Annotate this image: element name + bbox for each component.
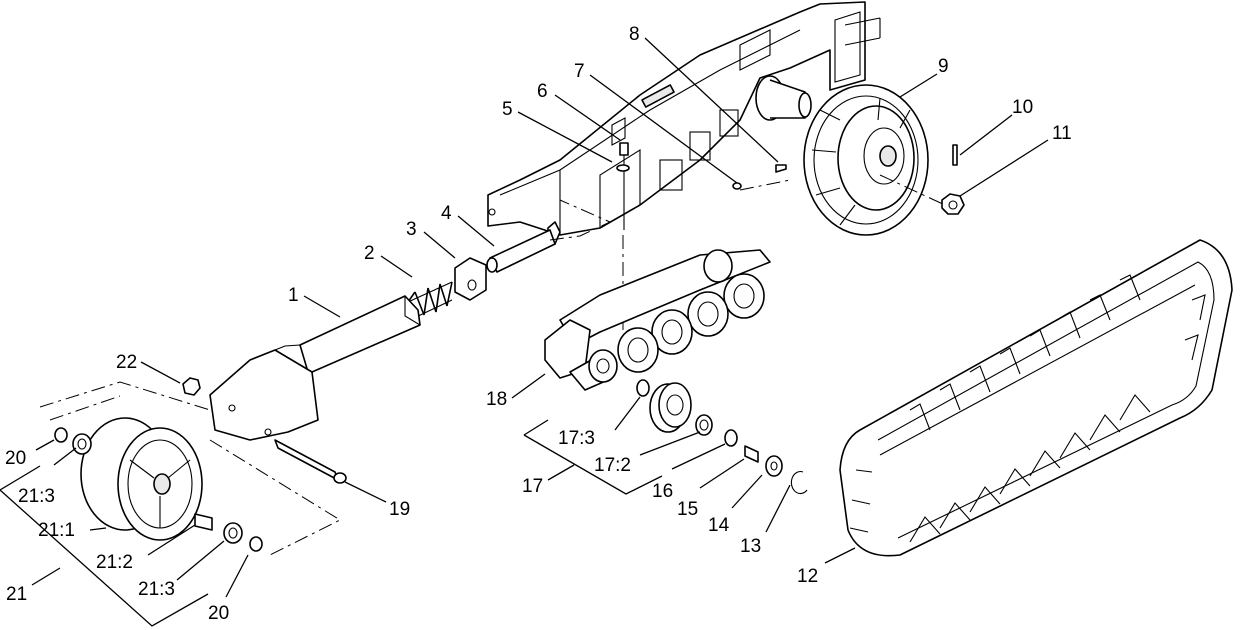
callout-7: 7 [574,61,585,82]
leader-lines [0,37,1049,627]
callout-3: 3 [406,219,417,240]
callout-12: 12 [797,566,818,587]
callout-17-2: 17:2 [594,455,631,476]
snap-ring [790,470,808,495]
callout-15: 15 [677,499,698,520]
callout-9: 9 [938,56,949,77]
callout-14: 14 [708,515,730,536]
shoulder-bolt [744,445,759,463]
tension-block [454,257,487,301]
callout-11: 11 [1052,123,1072,144]
callout-8: 8 [629,24,640,45]
callout-17-3: 17:3 [558,428,595,449]
callout-21-1: 21:1 [38,520,75,541]
callout-19: 19 [389,499,410,520]
callout-20-left: 20 [5,448,26,469]
callout-6: 6 [537,81,548,102]
pin [775,164,787,173]
flat-washer [724,429,738,447]
wheel-bearing-right [223,522,243,544]
wheel-washer-left [54,427,68,443]
callout-21-3-left: 21:3 [18,486,55,507]
callout-16: 16 [652,481,673,502]
callout-17: 17 [522,476,543,497]
callout-20-right: 20 [208,603,229,624]
callout-10: 10 [1012,97,1033,118]
callout-18: 18 [486,389,507,410]
castle-nut [941,193,965,215]
callout-1: 1 [288,285,299,306]
callout-5: 5 [502,99,513,120]
callout-13: 13 [740,536,761,557]
callout-21: 21 [6,584,27,605]
idler-bolt [274,439,347,484]
spindle-shaft [755,75,812,121]
callout-21-2: 21:2 [96,552,133,573]
idler-arm [209,295,421,441]
callout-2: 2 [364,243,375,264]
lock-nut [182,377,201,396]
track-frame [487,1,881,236]
assembly-centerlines [39,174,946,556]
screw [732,182,742,190]
callout-labels: 1 2 3 4 5 6 7 8 9 10 11 12 13 14 15 16 1… [5,24,1072,624]
roller-seal [636,379,650,397]
wheel-bearing-left [72,433,92,455]
roller-bearing [695,414,713,436]
callout-4: 4 [441,203,452,224]
wheel-spacer [194,513,213,531]
idler-wheel [80,417,203,541]
washer [616,164,630,172]
drive-sprocket [803,84,929,236]
cotter-pin [952,144,958,166]
retaining-ring [765,455,783,477]
callout-22: 22 [116,352,137,373]
wheel-washer-right [249,536,263,552]
rubber-track [839,239,1233,557]
tension-rod [486,221,561,273]
roller-wheel [649,382,692,433]
callout-21-3-right: 21:3 [138,579,175,600]
roller-carriage [544,249,771,391]
tension-spring [407,281,453,319]
